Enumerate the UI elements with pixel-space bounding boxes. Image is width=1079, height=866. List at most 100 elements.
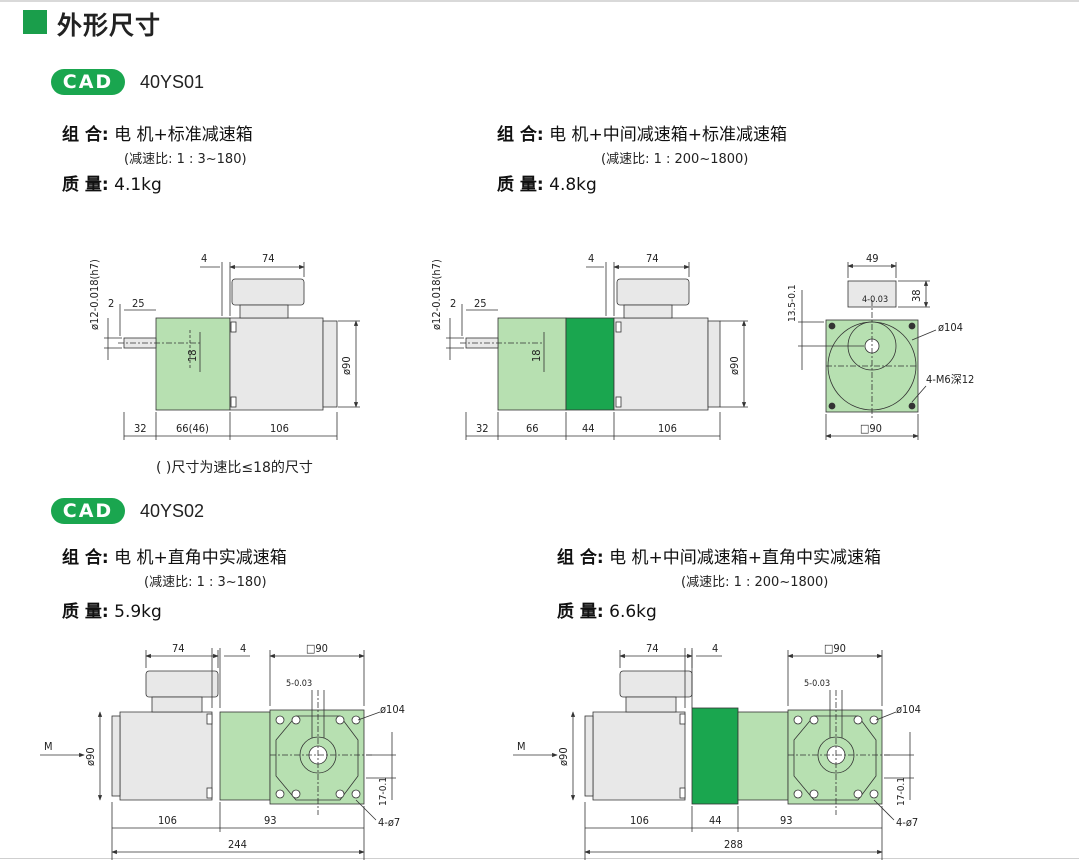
dim-text: 74 — [262, 252, 275, 265]
weight-line: 质 量: 5.9kg — [62, 597, 162, 622]
ratio-text: (减速比: 1 : 200~1800) — [681, 575, 829, 590]
dim-text: 74 — [646, 642, 659, 655]
mount-tab — [230, 321, 237, 333]
gearbox-body — [219, 711, 271, 801]
top-divider — [0, 0, 1079, 2]
dim-text: 4-ø7 — [378, 816, 400, 829]
weight-label: 质 量: — [557, 602, 604, 622]
drawing-4 — [40, 648, 396, 860]
combo-label: 组 合: — [497, 125, 544, 145]
motor-body — [592, 711, 686, 801]
dim-text: 18 — [530, 349, 543, 362]
section-title: 外形尺寸 — [57, 11, 162, 40]
ratio-text: (减速比: 1 : 200~1800) — [601, 152, 749, 167]
combo-value: 电 机+中间减速箱+直角中实减速箱 — [609, 548, 882, 568]
dim-text: 4 — [240, 642, 246, 655]
weight-value: 6.6kg — [609, 602, 657, 622]
dim-text: M — [44, 740, 53, 753]
combo-line: 组 合: 电 机+直角中实减速箱 — [62, 543, 287, 568]
terminal-box — [231, 278, 305, 306]
terminal-base — [623, 304, 673, 319]
motor-body — [229, 317, 324, 411]
combo-value: 电 机+标准减速箱 — [114, 125, 253, 145]
terminal-base — [239, 304, 289, 319]
combo-line: 组 合: 电 机+中间减速箱+直角中实减速箱 — [557, 543, 881, 568]
mount-hole — [828, 322, 836, 330]
weight-label: 质 量: — [62, 175, 109, 195]
bottom-divider — [0, 858, 1079, 859]
mount-hole — [908, 322, 916, 330]
drawing-5 — [513, 648, 914, 860]
combo-label: 组 合: — [557, 548, 604, 568]
dim-text: 74 — [172, 642, 185, 655]
weight-label: 质 量: — [62, 602, 109, 622]
dim-text: 4 — [712, 642, 718, 655]
dim-text: 4-M6深12 — [926, 373, 974, 386]
weight-line: 质 量: 4.8kg — [497, 170, 597, 195]
terminal-base — [625, 696, 677, 713]
dim-text: 5-0.03 — [804, 679, 830, 689]
cad-button-40ys01[interactable]: CAD — [51, 69, 125, 95]
dim-text: □90 — [306, 642, 328, 655]
gearbox-body — [497, 317, 567, 411]
mount-hole — [828, 402, 836, 410]
weight-line: 质 量: 6.6kg — [557, 597, 657, 622]
weight-label: 质 量: — [497, 175, 544, 195]
dim-text: 106 — [270, 422, 289, 435]
terminal-box — [145, 670, 219, 698]
weight-value: 5.9kg — [114, 602, 162, 622]
combo-line: 组 合: 电 机+标准减速箱 — [62, 120, 253, 145]
weight-value: 4.8kg — [549, 175, 597, 195]
combo-label: 组 合: — [62, 548, 109, 568]
dim-text: 25 — [474, 297, 487, 310]
dim-text: □90 — [824, 642, 846, 655]
dim-text: 13.5-0.1 — [787, 284, 798, 322]
dim-text: □90 — [860, 422, 882, 435]
drawing-1 — [104, 262, 360, 440]
ratio-text: (减速比: 1 : 3~180) — [124, 152, 247, 167]
mount-tab — [230, 396, 237, 408]
cad-button-40ys02[interactable]: CAD — [51, 498, 125, 524]
terminal-box — [616, 278, 690, 306]
dim-text: ø90 — [557, 747, 570, 766]
dim-text: 44 — [582, 422, 595, 435]
mount-tab — [615, 321, 622, 333]
dim-text: 2 — [108, 297, 114, 310]
motor-body — [119, 711, 213, 801]
dim-text: 106 — [658, 422, 677, 435]
dim-text: 18 — [186, 349, 199, 362]
dim-text: ø104 — [896, 703, 921, 716]
dimension-note: ( )尺寸为速比≤18的尺寸 — [156, 460, 313, 476]
dim-text: 17-0.1 — [378, 777, 389, 806]
dim-text: 32 — [476, 422, 489, 435]
dim-text: 66 — [526, 422, 539, 435]
drawing-3 — [798, 262, 937, 440]
dim-text: 49 — [866, 252, 879, 265]
dim-text: 244 — [228, 838, 247, 851]
ratio-text: (减速比: 1 : 3~180) — [144, 575, 267, 590]
dim-text: 4 — [588, 252, 594, 265]
dim-text: 38 — [910, 289, 923, 302]
drawing-2 — [446, 262, 748, 440]
gearbox-body — [737, 711, 789, 801]
dim-text: 44 — [709, 814, 722, 827]
combo-label: 组 合: — [62, 125, 109, 145]
dim-text: 93 — [264, 814, 277, 827]
dim-text: ø104 — [938, 321, 963, 334]
terminal-base — [151, 696, 203, 713]
dim-text: 66(46) — [176, 422, 209, 435]
dim-text: 32 — [134, 422, 147, 435]
weight-line: 质 量: 4.1kg — [62, 170, 162, 195]
dim-text: ø90 — [340, 356, 353, 375]
motor-body — [613, 317, 709, 411]
dim-text: 106 — [630, 814, 649, 827]
dim-text: 17-0.1 — [896, 777, 907, 806]
intermediate-gearbox — [565, 317, 615, 411]
dim-text: ø104 — [380, 703, 405, 716]
dim-text: ø12-0.018(h7) — [430, 259, 443, 330]
gearbox-body — [155, 317, 231, 411]
mount-hole — [908, 402, 916, 410]
dim-text: ø12-0.018(h7) — [88, 259, 101, 330]
combo-value: 电 机+直角中实减速箱 — [114, 548, 287, 568]
